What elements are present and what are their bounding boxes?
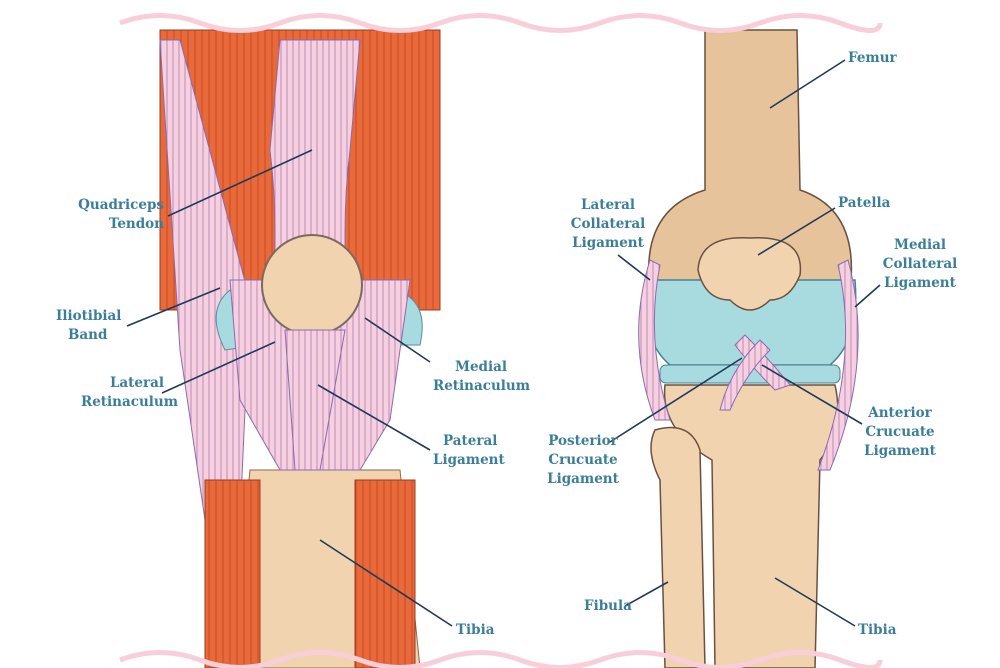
label-line: Medial	[894, 237, 946, 253]
top-wave-border	[119, 13, 883, 33]
leader-lines	[126, 59, 881, 627]
label-medial-collateral-ligament: Medial Collateral Ligament	[872, 236, 968, 293]
label-line: Quadriceps	[78, 197, 164, 213]
label-line: Tibia	[456, 622, 495, 638]
label-line: Fibula	[584, 598, 632, 614]
label-line: Pateral	[443, 433, 498, 449]
label-patella: Patella	[838, 194, 890, 213]
label-anterior-crucuate-ligament: Anterior Crucuate Ligament	[852, 404, 948, 461]
label-line: Ligament	[884, 275, 956, 291]
label-line: Ligament	[864, 443, 936, 459]
label-line: Retinaculum	[433, 378, 530, 394]
label-line: Crucuate	[548, 452, 618, 468]
patellar-ligament-shape	[284, 329, 346, 471]
label-line: Femur	[848, 50, 897, 66]
label-line: Lateral	[109, 375, 164, 391]
label-tibia-front: Tibia	[456, 621, 495, 640]
bottom-wave-border	[119, 650, 883, 668]
label-line: Medial	[455, 359, 507, 375]
front-view-illustration	[159, 29, 441, 668]
label-line: Posterior	[548, 433, 618, 449]
label-posterior-crucuate-ligament: Posterior Crucuate Ligament	[535, 432, 631, 489]
label-line: Collateral	[882, 256, 958, 272]
label-line: Band	[68, 327, 108, 343]
label-quadriceps-tendon: Quadriceps Tendon	[78, 196, 164, 234]
label-line: Tibia	[858, 622, 897, 638]
label-line: Lateral	[580, 197, 636, 213]
label-line: Ligament	[433, 452, 505, 468]
label-line: Ligament	[547, 471, 619, 487]
lateral-collateral-shape	[638, 259, 671, 421]
label-pateral-ligament: Pateral Ligament	[433, 432, 505, 470]
patella-bone-shape	[697, 237, 802, 311]
label-medial-retinaculum: Medial Retinaculum	[433, 358, 530, 396]
bone-view-illustration	[638, 29, 859, 668]
label-iliotibial-band: Iliotibial Band	[56, 307, 121, 345]
label-line: Tendon	[108, 216, 164, 232]
label-lateral-retinaculum: Lateral Retinaculum	[81, 374, 178, 412]
label-lateral-collateral-ligament: Lateral Collateral Ligament	[560, 196, 656, 253]
fibula-shape	[650, 426, 706, 668]
patella-shape	[261, 234, 363, 336]
label-femur: Femur	[848, 49, 897, 68]
label-line: Iliotibial	[56, 308, 122, 324]
medial-collateral-shape	[817, 259, 859, 471]
label-line: Retinaculum	[81, 394, 178, 410]
label-line: Patella	[838, 195, 891, 211]
label-line: Collateral	[570, 216, 646, 232]
label-line: Anterior	[868, 405, 932, 421]
label-line: Crucuate	[865, 424, 935, 440]
label-tibia-bone: Tibia	[858, 621, 897, 640]
label-fibula: Fibula	[584, 597, 632, 616]
label-line: Ligament	[572, 235, 644, 251]
